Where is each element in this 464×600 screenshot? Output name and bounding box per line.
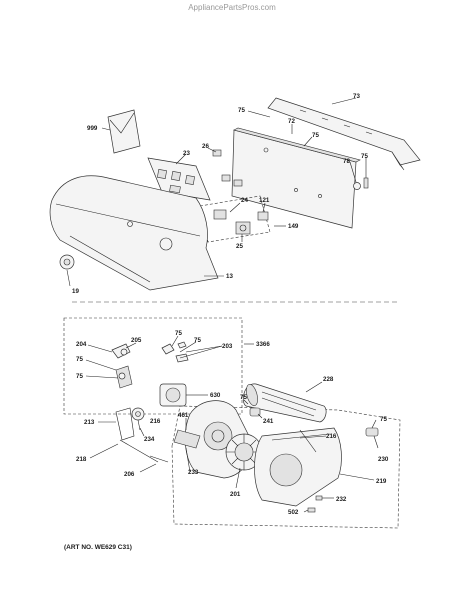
label-75h: 75 — [240, 394, 247, 401]
leader-lines-top — [66, 97, 367, 287]
label-203: 203 — [222, 343, 233, 350]
label-25: 25 — [236, 243, 243, 250]
leader-lines-bottom — [85, 335, 379, 513]
control-bracket-part — [147, 157, 211, 201]
label-461: 461 — [178, 412, 189, 419]
label-75f: 75 — [76, 356, 83, 363]
label-75i: 75 — [380, 416, 387, 423]
timer-switch-group — [199, 195, 271, 243]
label-206: 206 — [124, 471, 135, 478]
door-switch-part — [115, 407, 169, 463]
label-219: 219 — [376, 478, 387, 485]
label-228: 228 — [323, 376, 334, 383]
motor-bracket-part — [111, 343, 133, 389]
backsplash-panel-part — [267, 97, 421, 171]
thermostat-230-part — [365, 427, 379, 437]
label-3366: 3366 — [256, 341, 270, 348]
label-999: 999 — [87, 125, 98, 132]
label-26: 26 — [202, 143, 209, 150]
switch-part — [212, 149, 243, 187]
knob-ring-part — [353, 182, 361, 190]
label-75e: 75 — [194, 337, 201, 344]
clip-part — [161, 341, 189, 363]
label-233: 233 — [188, 469, 199, 476]
label-72: 72 — [288, 118, 295, 125]
label-23: 23 — [183, 150, 190, 157]
watermark: AppliancePartsPros.com — [188, 3, 276, 12]
label-24: 24 — [241, 197, 248, 204]
label-75c: 75 — [361, 153, 368, 160]
label-201: 201 — [230, 491, 241, 498]
label-19: 19 — [72, 288, 79, 295]
label-216b: 216 — [326, 433, 337, 440]
label-149: 149 — [288, 223, 299, 230]
knob-part — [59, 254, 75, 270]
top-cover-part — [49, 175, 219, 291]
label-630: 630 — [210, 392, 221, 399]
label-234: 234 — [144, 436, 155, 443]
blower-rear-part — [254, 427, 342, 507]
label-204: 204 — [76, 341, 87, 348]
screw-502-part — [307, 507, 316, 513]
label-241: 241 — [263, 418, 274, 425]
label-75d: 75 — [175, 330, 182, 337]
label-213: 213 — [84, 419, 95, 426]
assembly-3366-box — [63, 317, 243, 415]
switch-121-part — [257, 211, 269, 221]
screw-232-part — [315, 495, 323, 501]
label-121: 121 — [259, 197, 270, 204]
art-number: (ART NO. WE629 C31) — [64, 544, 132, 551]
control-panel-part — [231, 127, 361, 229]
manual-part — [107, 109, 141, 154]
label-73: 73 — [353, 93, 360, 100]
label-13: 13 — [226, 273, 233, 280]
label-75b: 75 — [312, 132, 319, 139]
label-216a: 216 — [150, 418, 161, 425]
motor-part — [159, 383, 198, 407]
label-205: 205 — [131, 337, 142, 344]
label-232: 232 — [336, 496, 347, 503]
label-230: 230 — [378, 456, 389, 463]
label-502: 502 — [288, 509, 299, 516]
label-75g: 75 — [76, 373, 83, 380]
thermostat-part — [249, 407, 261, 417]
label-218: 218 — [76, 456, 87, 463]
motor-mount-part — [173, 429, 201, 449]
duct-part — [242, 383, 327, 423]
blower-wheel-part — [225, 433, 263, 471]
screw-part — [363, 177, 369, 189]
label-78: 78 — [343, 158, 350, 165]
label-75a: 75 — [238, 107, 245, 114]
